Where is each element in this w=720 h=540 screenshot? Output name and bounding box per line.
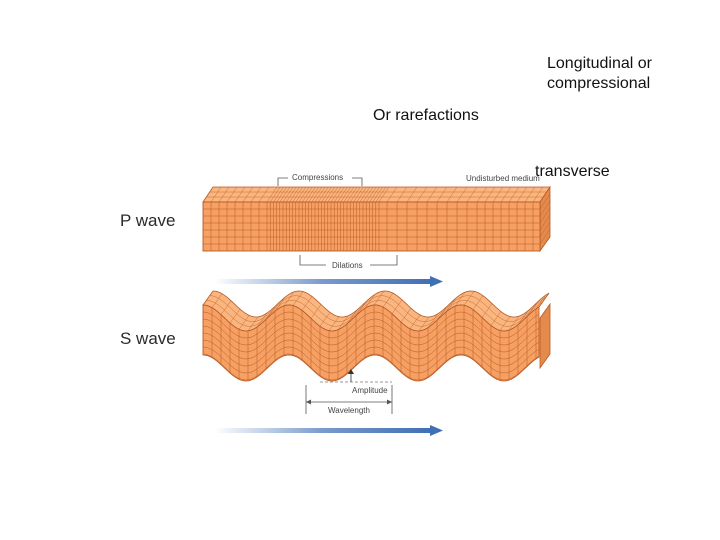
compressions-bracket: Compressions Undisturbed medium	[278, 173, 540, 186]
p-block-front	[203, 202, 540, 251]
s-block-side	[540, 304, 550, 368]
p-wave-block	[203, 187, 550, 251]
s-wave-direction-arrow	[214, 425, 443, 436]
dilations-bracket: Dilations	[300, 255, 397, 270]
dilations-label: Dilations	[332, 261, 363, 270]
s-wave-block	[203, 291, 550, 381]
wavelength-label: Wavelength	[328, 406, 370, 415]
amplitude-label: Amplitude	[352, 386, 388, 395]
undisturbed-label: Undisturbed medium	[466, 174, 540, 183]
p-wave-direction-arrow	[214, 276, 443, 287]
compressions-label: Compressions	[292, 173, 343, 182]
